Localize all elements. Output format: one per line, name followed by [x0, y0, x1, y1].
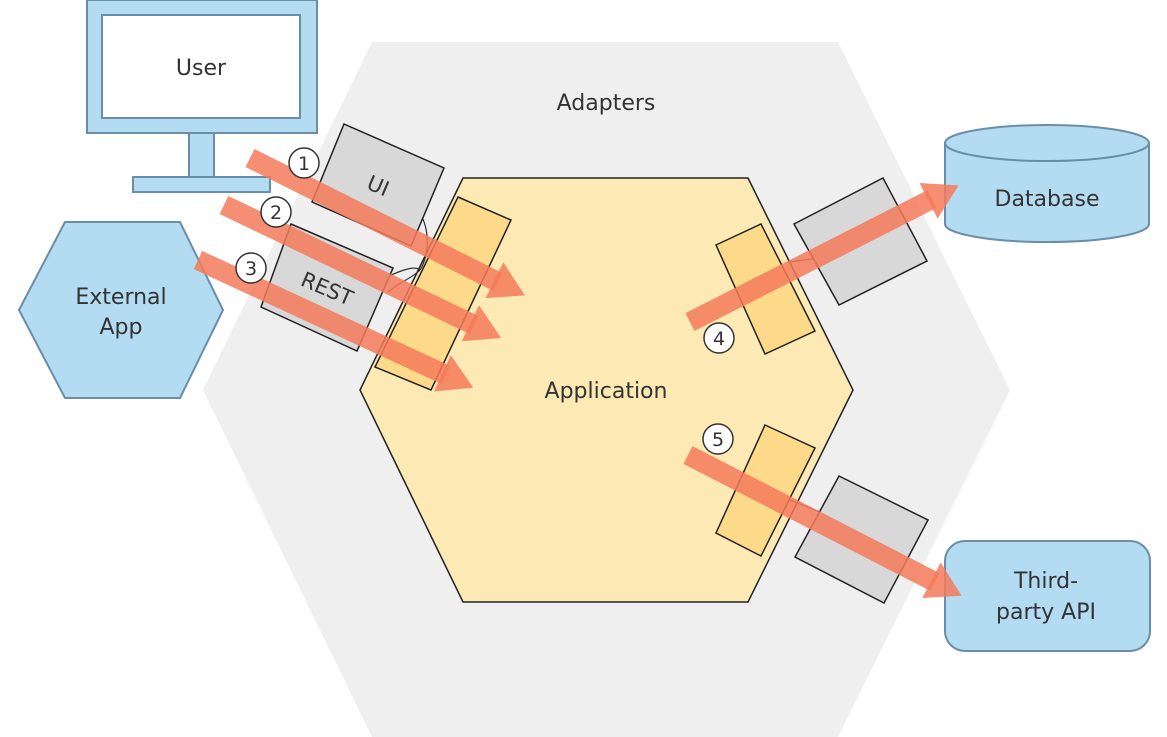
flow-arrow-5 [683, 446, 962, 598]
user-label: User [176, 56, 227, 81]
flow-arrow-3 [193, 250, 474, 392]
adapters-label: Adapters [557, 91, 656, 116]
user-computer: User [86, 0, 318, 193]
external-app-hexagon [17, 221, 225, 399]
step-number-2: 2 [270, 202, 282, 224]
inbound-port [373, 196, 513, 391]
third-party-api: Third- party API [944, 540, 1151, 652]
external-app-label-line1: External [75, 285, 166, 310]
step-marker-4: 4 [703, 322, 735, 354]
third-party-api-label-line1: Third- [1013, 569, 1078, 594]
external-app: External App [17, 221, 225, 399]
database-top [944, 124, 1150, 162]
monitor-screen [101, 14, 301, 119]
flow-arrow-4 [685, 182, 959, 331]
step-number-5: 5 [712, 429, 724, 451]
flow-arrow-1 [245, 149, 525, 299]
flow-arrows [193, 149, 962, 598]
database-body [944, 143, 1150, 243]
third-party-api-label-line2: party API [996, 600, 1096, 625]
step-number-1: 1 [298, 153, 310, 175]
monitor-stand [132, 176, 271, 193]
step-number-3: 3 [245, 258, 257, 280]
step-marker-3: 3 [235, 252, 267, 284]
step-marker-1: 1 [288, 147, 320, 179]
step-marker-2: 2 [260, 196, 292, 228]
rest-adapter [260, 222, 394, 353]
third-party-api-box [944, 540, 1151, 652]
step-marker-5: 5 [702, 423, 734, 455]
step-number-4: 4 [713, 328, 725, 350]
monitor-neck [188, 132, 215, 178]
application-label: Application [545, 379, 668, 404]
external-app-label-line2: App [100, 315, 143, 340]
database-label: Database [995, 187, 1100, 212]
database: Database [944, 124, 1150, 243]
flow-arrow-2 [219, 195, 502, 342]
